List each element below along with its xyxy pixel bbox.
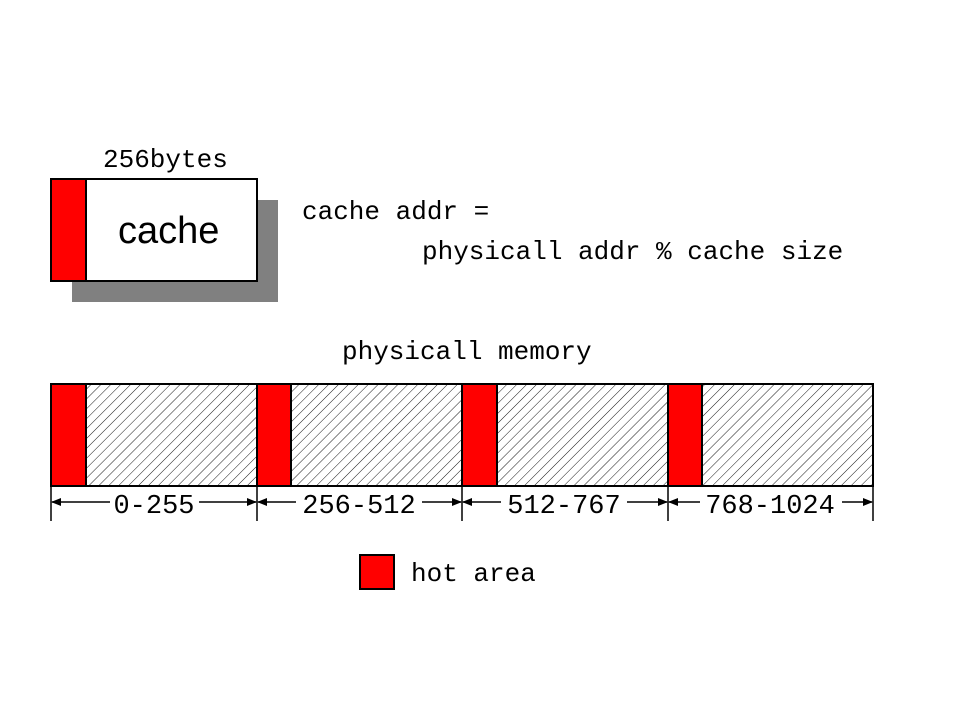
- range-label-4: 768-1024: [705, 492, 835, 522]
- cache-label: cache: [118, 210, 219, 252]
- range-label-3: 512-767: [507, 492, 620, 522]
- range-label-2: 256-512: [302, 492, 415, 522]
- legend: hot area: [359, 554, 536, 590]
- memory-title: physicall memory: [342, 337, 592, 367]
- memory-hot-area-1: [50, 383, 87, 487]
- formula-line-1: cache addr =: [302, 197, 489, 227]
- cache-size-label: 256bytes: [103, 145, 228, 175]
- range-label-1: 0-255: [113, 492, 194, 522]
- dimension-lines: 0-255 256-512 512-767 768-1024: [50, 486, 874, 522]
- formula-line-2: physicall addr % cache size: [422, 237, 843, 267]
- memory-hot-area-4: [667, 383, 703, 487]
- memory-hot-area-3: [461, 383, 498, 487]
- cache-block: 256bytes cache: [50, 145, 278, 302]
- memory-hot-area-2: [256, 383, 292, 487]
- formula: cache addr = physicall addr % cache size: [302, 197, 843, 267]
- legend-label: hot area: [411, 559, 536, 589]
- memory-bar: [50, 383, 874, 487]
- cache-hot-area: [50, 178, 87, 282]
- legend-hot-swatch: [359, 554, 395, 590]
